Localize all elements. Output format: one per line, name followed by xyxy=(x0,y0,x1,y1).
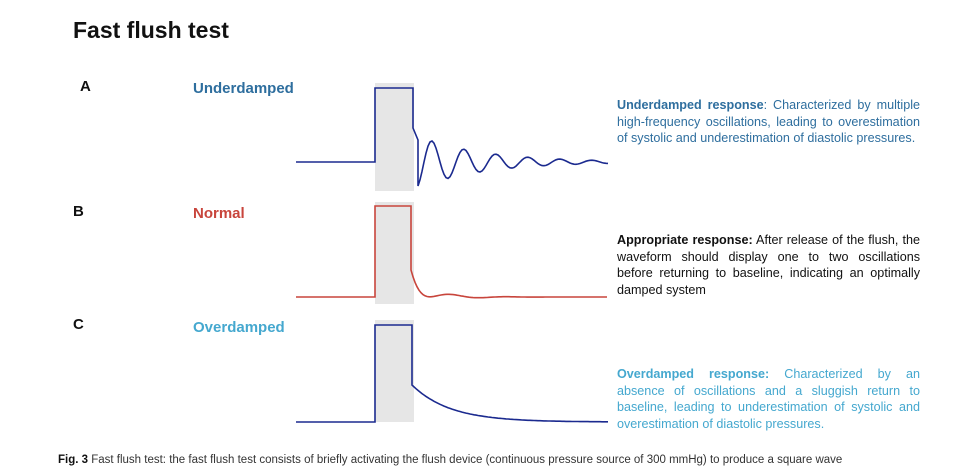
panel-label-normal: Normal xyxy=(193,205,245,222)
desc-normal: Appropriate response: After release of t… xyxy=(617,232,920,298)
panel-letter-c: C xyxy=(73,316,84,333)
desc-underdamped-text: : Characterized by multiple high-frequen… xyxy=(617,98,920,145)
desc-normal-text: After release of the flush, the waveform… xyxy=(617,233,920,297)
desc-overdamped-text: Characterized by an absence of oscillati… xyxy=(617,367,920,431)
panel-label-underdamped: Underdamped xyxy=(193,80,294,97)
flush-box-overdamped xyxy=(375,320,414,422)
panel-letter-a: A xyxy=(80,78,91,95)
waveform-underdamped xyxy=(296,87,609,187)
panel-label-overdamped: Overdamped xyxy=(193,319,285,336)
desc-underdamped-title: Underdamped response xyxy=(617,98,764,112)
panel-letter-b: B xyxy=(73,203,84,220)
flush-box-normal xyxy=(375,202,414,304)
desc-normal-title: Appropriate response: xyxy=(617,233,753,247)
desc-overdamped-title: Overdamped response: xyxy=(617,367,770,381)
caption-label: Fig. 3 xyxy=(58,454,89,466)
waveform-overdamped xyxy=(296,324,608,423)
figure-caption: Fig. 3 Fast flush test: the fast flush t… xyxy=(58,454,938,466)
desc-overdamped: Overdamped response: Characterized by an… xyxy=(617,366,920,432)
figure-title: Fast flush test xyxy=(73,17,229,43)
flush-box-underdamped xyxy=(375,83,414,191)
waveform-normal xyxy=(296,205,607,299)
caption-text: Fast flush test: the fast flush test con… xyxy=(88,454,843,466)
desc-underdamped: Underdamped response: Characterized by m… xyxy=(617,97,920,147)
